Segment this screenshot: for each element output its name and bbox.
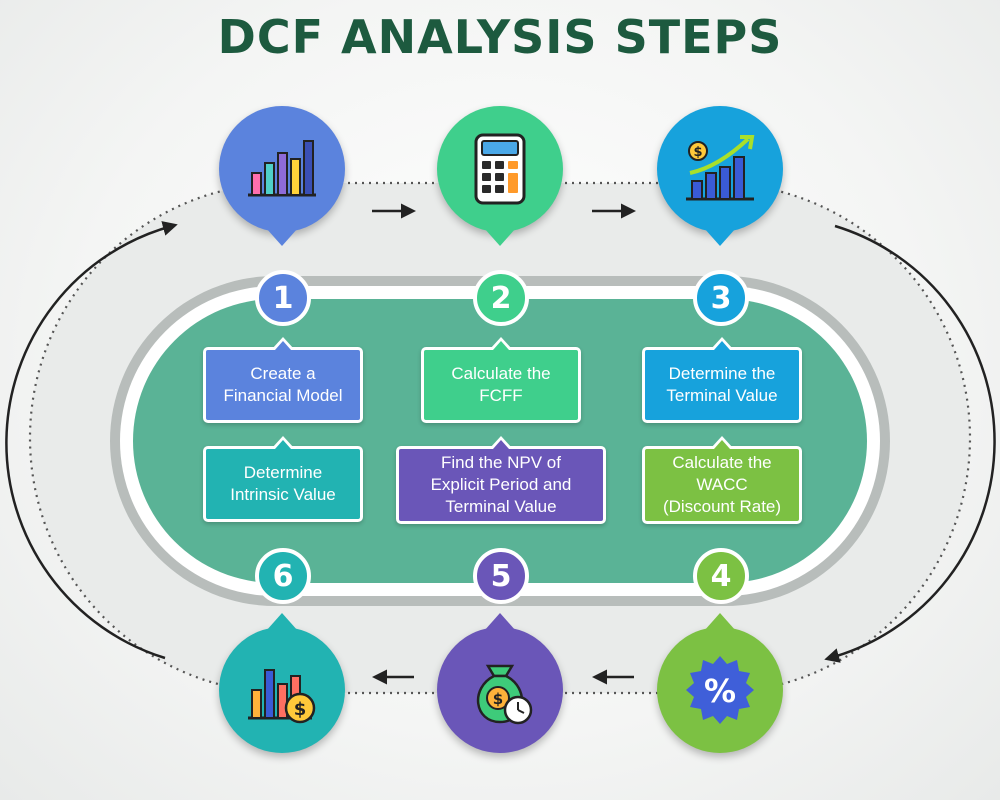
step-6-label: Determine Intrinsic Value <box>230 463 336 504</box>
svg-text:$: $ <box>693 145 702 160</box>
step-1-number: 1 <box>255 270 311 326</box>
page-title: DCF ANALYSIS STEPS <box>217 10 783 64</box>
right-curve-arrow <box>824 224 996 663</box>
svg-text:%: % <box>704 672 736 710</box>
step-3-number: 3 <box>693 270 749 326</box>
step-4-number: 4 <box>693 548 749 604</box>
step-3-icon-circle: $ <box>657 106 783 246</box>
step-6-label-box: Determine Intrinsic Value <box>203 436 363 522</box>
step-4-icon-circle: % <box>657 613 783 753</box>
step-1-label: Create a Financial Model <box>223 364 343 405</box>
svg-text:$: $ <box>493 690 503 708</box>
step-1-label-box: Create a Financial Model <box>203 337 363 423</box>
step-3-label: Determine the Terminal Value <box>666 364 778 405</box>
step-5-number: 5 <box>473 548 529 604</box>
step-5-label-box: Find the NPV of Explicit Period and Term… <box>396 436 606 524</box>
step-4-label: Calculate the WACC (Discount Rate) <box>662 453 782 516</box>
bar-chart-icon <box>248 140 316 197</box>
growth-chart-icon: $ <box>686 135 755 201</box>
percent-badge-icon: % <box>686 656 754 724</box>
step-5-label: Find the NPV of Explicit Period and Term… <box>430 453 572 516</box>
money-bag-icon: $ <box>477 664 533 725</box>
left-curve-arrow <box>5 221 178 660</box>
svg-text:$: $ <box>294 699 307 720</box>
step-5-icon-circle: $ <box>437 613 563 753</box>
step-2-number: 2 <box>473 270 529 326</box>
step-2-label-box: Calculate the FCFF <box>421 337 581 423</box>
step-2-icon-circle <box>437 106 563 246</box>
step-6-number: 6 <box>255 548 311 604</box>
calculator-icon <box>474 133 526 205</box>
step-4-label-box: Calculate the WACC (Discount Rate) <box>642 436 802 524</box>
chart-coin-icon: $ <box>248 669 316 724</box>
step-6-icon-circle: $ <box>219 613 345 753</box>
step-2-label: Calculate the FCFF <box>451 364 551 405</box>
step-3-label-box: Determine the Terminal Value <box>642 337 802 423</box>
step-1-icon-circle <box>219 106 345 246</box>
